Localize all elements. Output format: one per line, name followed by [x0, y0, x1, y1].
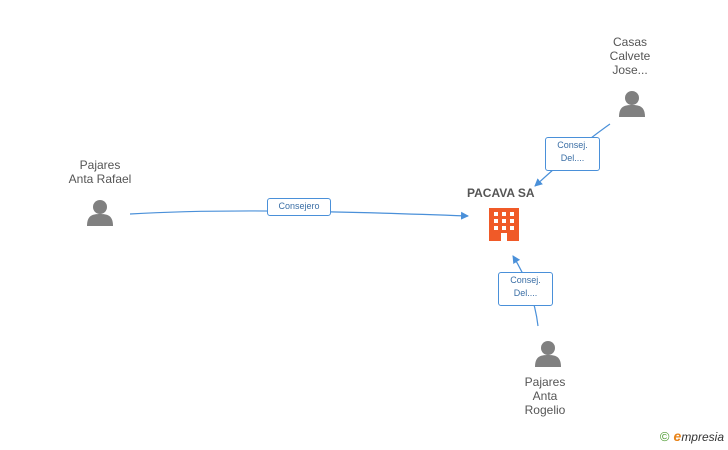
brand-logo-text: mpresia: [681, 430, 724, 444]
person-name-line: Rogelio: [524, 403, 566, 417]
edge-label-line: Consejero: [278, 201, 320, 211]
person-name-line: Anta: [532, 389, 558, 403]
person-icon: [535, 341, 561, 367]
person-name-line: Jose...: [612, 63, 648, 77]
company-name[interactable]: PACAVA SA: [467, 186, 535, 200]
brand-logo-e: e: [673, 428, 682, 444]
person-name-line: Pajares: [524, 375, 566, 389]
person-name-line: Casas: [612, 35, 647, 49]
edge-label-pajares-rogelio[interactable]: Consej. Del....: [498, 272, 553, 306]
copyright-icon: ©: [659, 429, 670, 444]
edge-label-casas[interactable]: Consej. Del....: [545, 137, 600, 171]
person-icon: [87, 200, 113, 226]
person-name-line: Calvete: [609, 49, 651, 63]
person-label-pajares-rogelio[interactable]: Pajares Anta Rogelio: [515, 375, 575, 417]
brand-footer: ©empresia: [660, 428, 724, 444]
person-label-casas[interactable]: Casas Calvete Jose...: [600, 35, 660, 77]
edge-label-line: Consej.: [557, 140, 588, 150]
person-name-line: Anta Rafael: [68, 172, 132, 186]
edge-label-line: Del....: [513, 288, 538, 298]
building-icon: [489, 208, 519, 241]
edge-label-line: Del....: [560, 153, 585, 163]
edge-label-line: Consej.: [510, 275, 541, 285]
edge-label-pajares-rafael[interactable]: Consejero: [267, 198, 331, 216]
person-icon: [619, 91, 645, 117]
person-name-line: Pajares: [79, 158, 121, 172]
person-label-pajares-rafael[interactable]: Pajares Anta Rafael: [55, 158, 145, 186]
